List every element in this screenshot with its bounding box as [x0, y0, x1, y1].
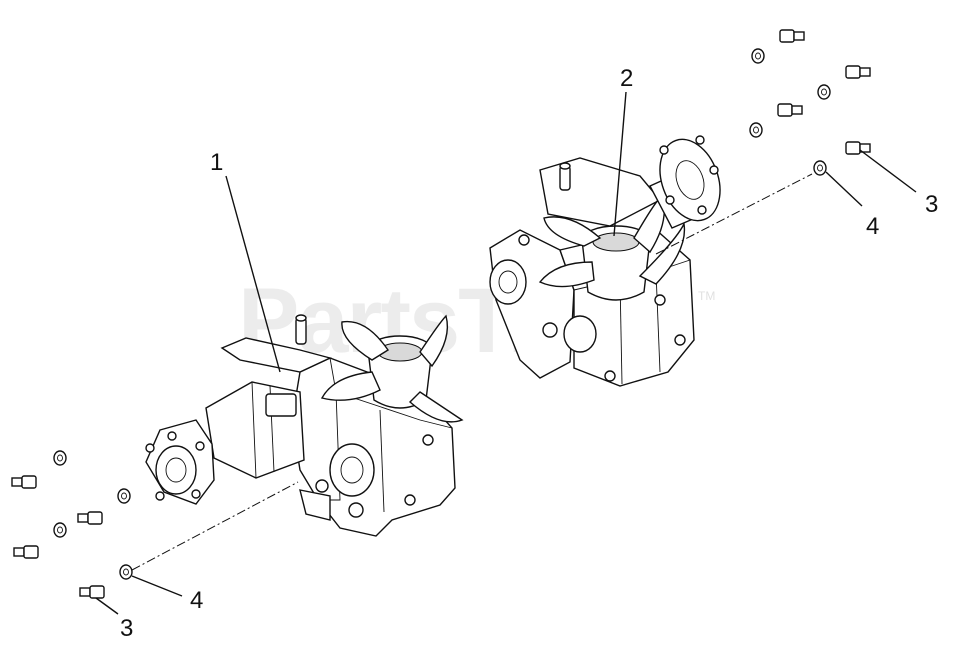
nut-icon[interactable] — [749, 122, 763, 138]
leader-1 — [225, 175, 281, 373]
leader-4-left — [131, 575, 183, 597]
bolt-icon[interactable] — [845, 141, 871, 155]
bolt-icon[interactable] — [13, 545, 39, 559]
bolt-icon[interactable] — [11, 475, 37, 489]
transaxle-right[interactable] — [489, 131, 731, 387]
hardware-left[interactable] — [11, 450, 133, 599]
bolt-icon[interactable] — [779, 29, 805, 43]
leader-4-right — [825, 171, 863, 207]
callout-3-right[interactable]: 3 — [925, 191, 938, 218]
bolt-icon[interactable] — [845, 65, 871, 79]
centerline-left — [131, 481, 299, 571]
bolt-icon[interactable] — [79, 585, 105, 599]
callout-3-left[interactable]: 3 — [120, 615, 133, 642]
bolt-icon[interactable] — [777, 103, 803, 117]
watermark-trademark: TM — [698, 289, 715, 303]
nut-icon[interactable] — [117, 488, 131, 504]
hardware-right[interactable] — [749, 29, 871, 176]
callout-4-right[interactable]: 4 — [866, 213, 879, 240]
callout-4-left[interactable]: 4 — [190, 587, 203, 614]
nut-icon[interactable] — [53, 450, 67, 466]
callout-2[interactable]: 2 — [620, 65, 633, 92]
centerline-right — [655, 173, 813, 255]
leader-3-right — [859, 149, 917, 193]
leader-3-left — [95, 597, 119, 615]
transaxle-left[interactable] — [145, 314, 464, 537]
nut-icon[interactable] — [53, 522, 67, 538]
nut-icon[interactable] — [751, 48, 765, 64]
leader-2 — [613, 91, 627, 237]
bolt-icon[interactable] — [77, 511, 103, 525]
nut-icon[interactable] — [119, 564, 133, 580]
nut-icon[interactable] — [817, 84, 831, 100]
nut-icon[interactable] — [813, 160, 827, 176]
callout-1[interactable]: 1 — [210, 149, 223, 176]
